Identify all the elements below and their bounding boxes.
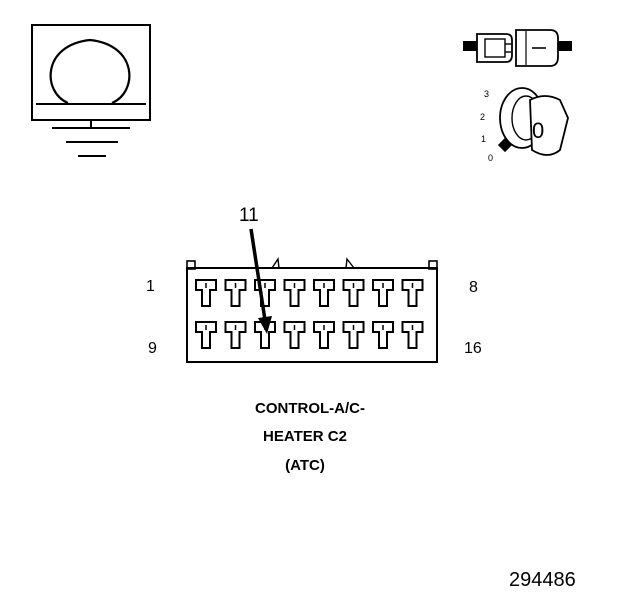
caption-line-2: HEATER C2	[263, 428, 347, 445]
pin-cavity-16	[401, 321, 424, 349]
row-label-16: 16	[464, 340, 482, 357]
inline-connector-icon	[463, 29, 572, 67]
row-label-8: 8	[469, 279, 478, 296]
figure-number: 294486	[509, 569, 576, 591]
pin-cavity-8	[401, 279, 424, 307]
pin-cavity-7	[372, 279, 394, 307]
ignition-key-label: 0	[532, 118, 544, 143]
ignition-position-1: 1	[481, 134, 486, 144]
pin-cavity-13	[313, 321, 335, 349]
pin-cavity-9	[195, 321, 217, 349]
pin-cavity-12	[283, 321, 306, 349]
pin-grid	[195, 279, 424, 349]
row-label-9: 9	[148, 340, 157, 357]
connector-face	[186, 257, 438, 363]
pin-cavity-6	[342, 279, 365, 307]
pin-cavity-15	[372, 321, 394, 349]
pin-cavity-14	[342, 321, 365, 349]
pin-callout-arrow-line	[249, 228, 267, 321]
pin-cavity-1	[195, 279, 217, 307]
pin-cavity-2	[224, 279, 247, 307]
ignition-position-0: 0	[488, 153, 493, 163]
pin-cavity-11	[254, 321, 276, 349]
ignition-position-2: 2	[480, 112, 485, 122]
pin-cavity-4	[283, 279, 306, 307]
caption-line-1: CONTROL-A/C-	[255, 400, 365, 417]
ignition-position-3: 3	[484, 89, 489, 99]
pin-callout: 11	[239, 205, 272, 334]
ignition-switch-icon: 3 2 1 0 0	[480, 87, 569, 163]
caption-line-3: (ATC)	[285, 457, 325, 474]
pin-callout-label: 11	[239, 205, 259, 226]
pin-cavity-5	[313, 279, 335, 307]
pin-cavity-3	[254, 279, 276, 307]
pin-cavity-10	[224, 321, 247, 349]
row-label-1: 1	[146, 278, 155, 295]
ground-ohm-symbol	[31, 24, 151, 157]
